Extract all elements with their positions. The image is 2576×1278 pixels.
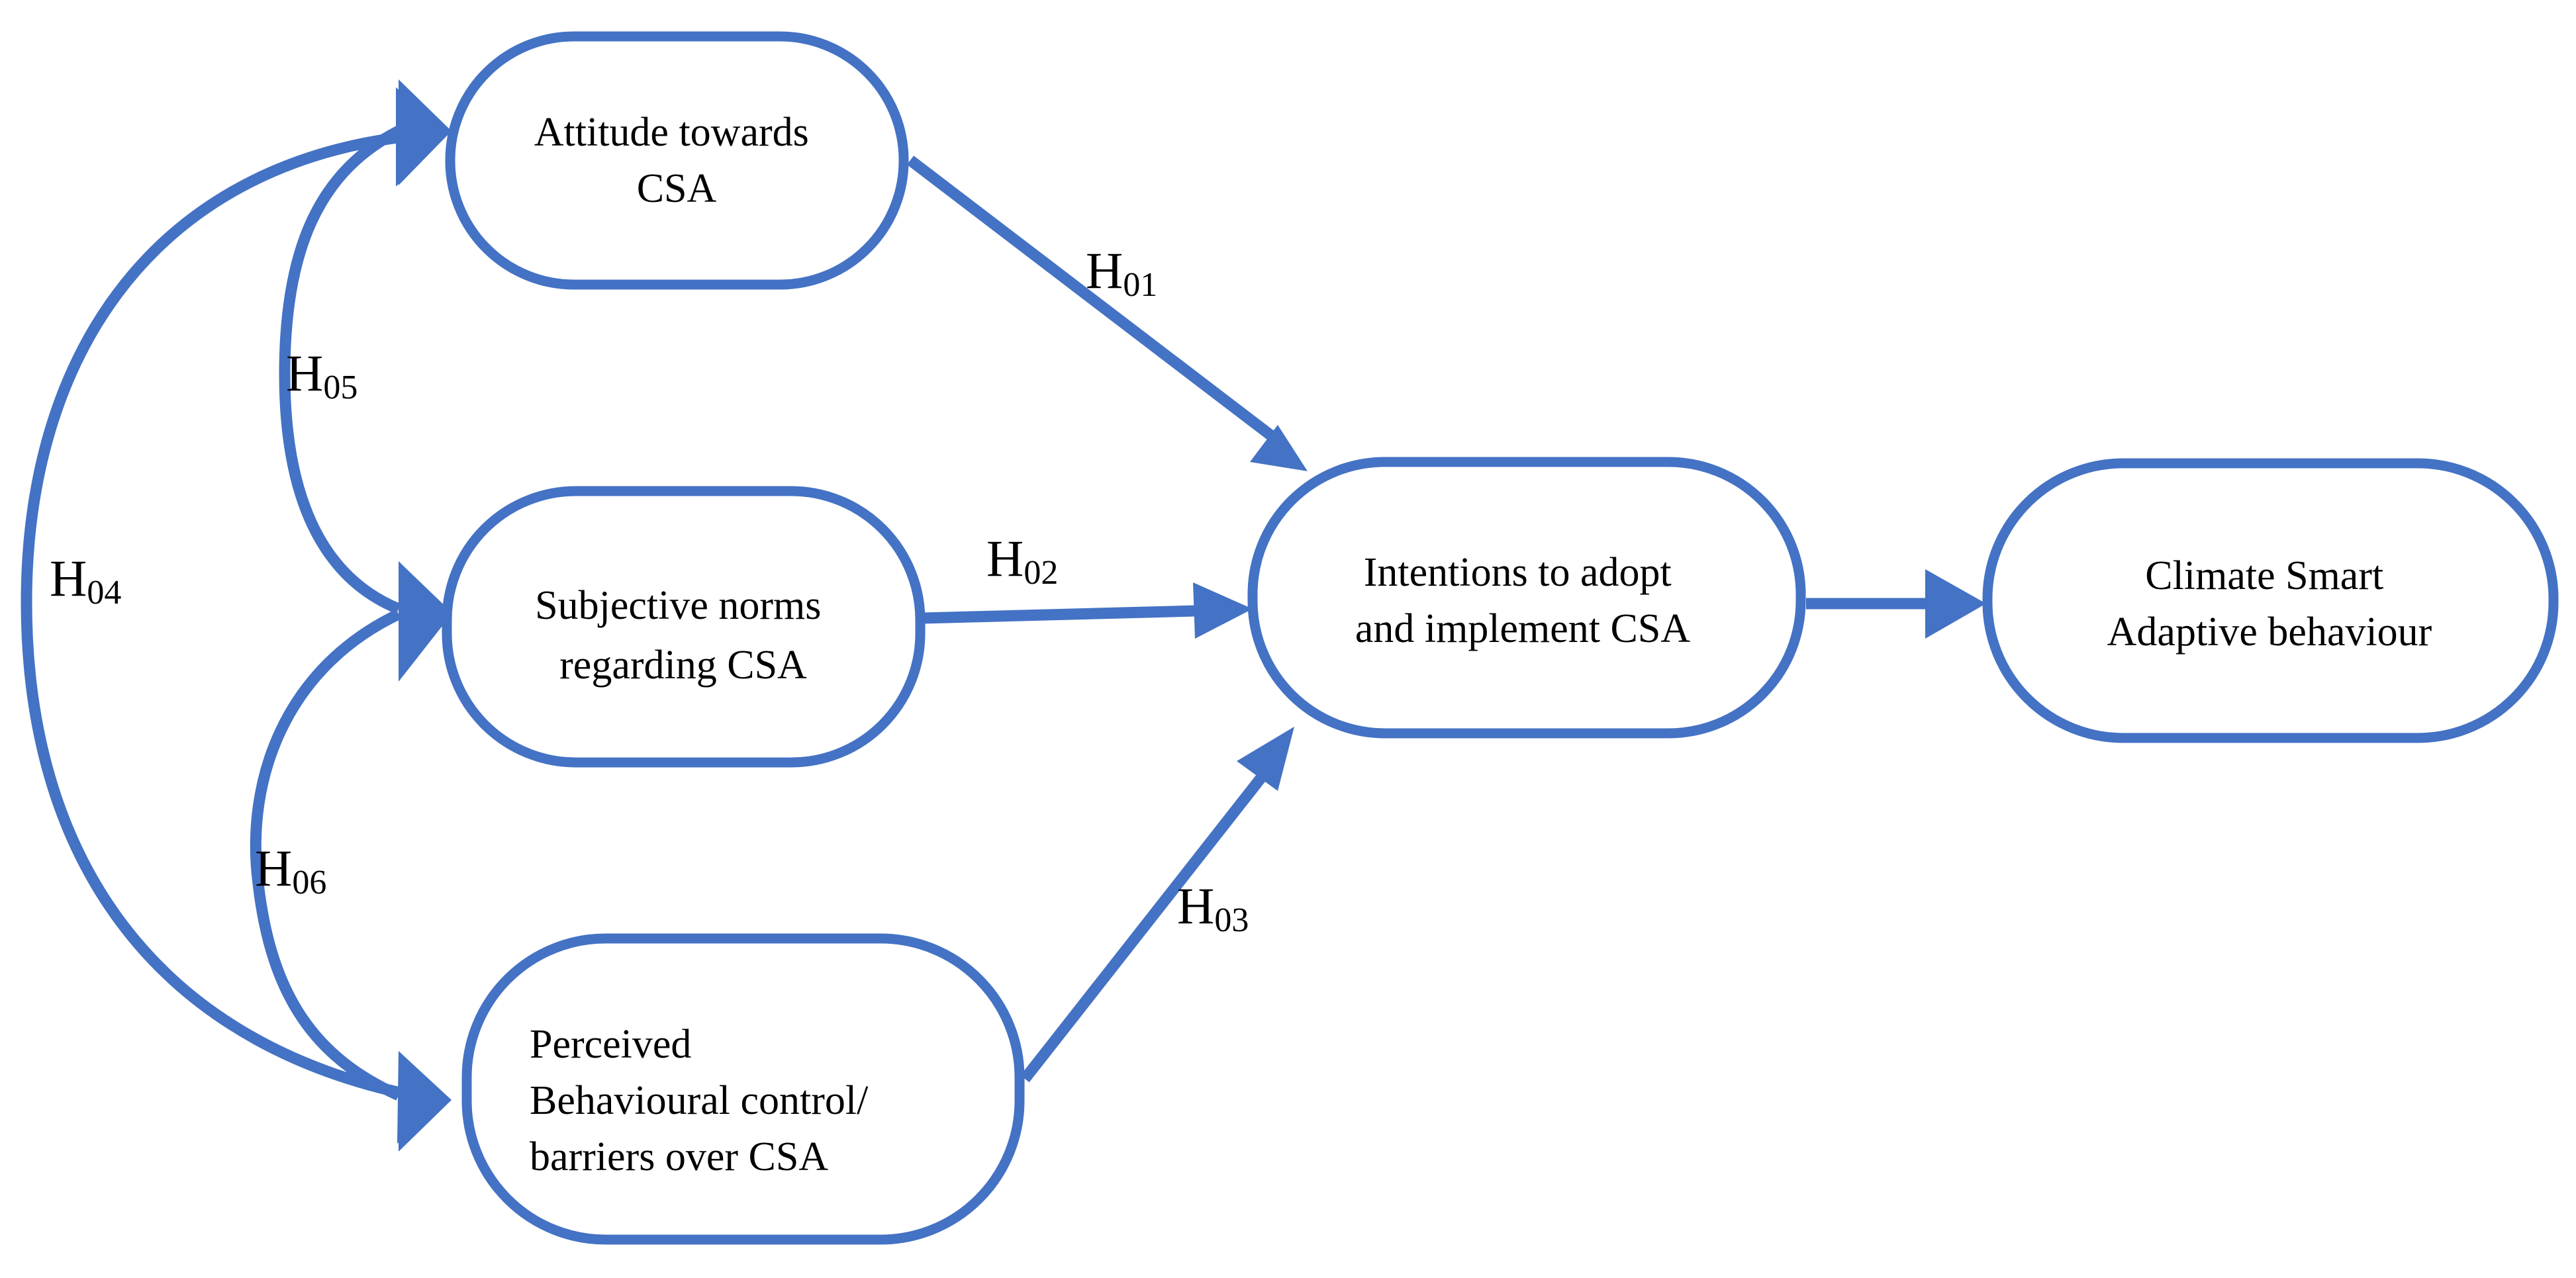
label-h06: H06: [255, 839, 326, 901]
node-subjective-norms: Subjective norms regarding CSA: [442, 486, 926, 768]
intentions-line-2: and implement CSA: [1355, 606, 1691, 651]
svg-text:Attitude towards CSA: Attitude towards CSA: [534, 110, 820, 211]
node-attitude: Attitude towards CSA: [445, 31, 909, 290]
node-perceived-behavioural-control: Perceived Behavioural control/ barriers …: [461, 933, 1025, 1245]
svg-text:Climate Smart Adaptive b: Climate Smart Adaptive behaviour: [2107, 553, 2432, 655]
climate-line-1: Climate Smart: [2145, 553, 2383, 598]
intentions-line-1: Intentions to adopt: [1364, 550, 1672, 595]
edge-h06-subjective-perceived: [250, 561, 452, 1152]
edge-h02-subjective-to-intentions: [921, 582, 1253, 639]
perceived-line-2: Behavioural control/: [530, 1078, 869, 1123]
subjective-line-2: regarding CSA: [559, 643, 807, 688]
svg-text:Perceived Behavioural co: Perceived Behavioural control/ barriers …: [530, 1022, 879, 1179]
label-h01: H01: [1086, 242, 1157, 304]
node-climate-smart: Climate Smart Adaptive behaviour: [1982, 458, 2559, 743]
edge-h01-attitude-to-intentions: [906, 156, 1308, 471]
attitude-line-2: CSA: [637, 166, 717, 211]
node-intentions: Intentions to adopt and implement CSA: [1247, 457, 1806, 739]
subjective-line-1: Subjective norms: [535, 583, 821, 628]
label-h05: H05: [286, 344, 358, 406]
perceived-line-1: Perceived: [530, 1022, 691, 1067]
attitude-line-1: Attitude towards: [534, 110, 809, 155]
label-h04: H04: [50, 549, 121, 612]
label-h03: H03: [1177, 877, 1249, 939]
label-h02: H02: [986, 529, 1058, 592]
svg-text:Intentions to adopt and: Intentions to adopt and implement CSA: [1355, 550, 1691, 651]
svg-text:Subjective norms regardi: Subjective norms regarding CSA: [535, 583, 832, 688]
climate-line-2: Adaptive behaviour: [2107, 610, 2432, 655]
edge-h03-perceived-to-intentions: [1020, 727, 1294, 1083]
edge-intentions-to-climate: [1806, 569, 1986, 639]
perceived-line-3: barriers over CSA: [530, 1134, 828, 1179]
